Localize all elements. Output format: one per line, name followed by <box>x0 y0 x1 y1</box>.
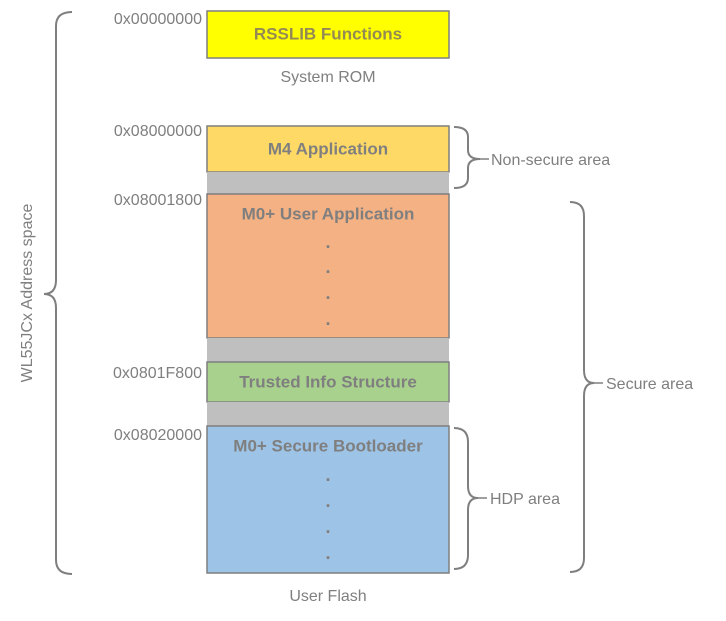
ellipsis-dot: . <box>325 283 330 303</box>
secure-area-brace <box>569 201 595 573</box>
m0-secure-bootloader-block <box>206 425 450 574</box>
system-rom-caption: System ROM <box>280 69 375 86</box>
ellipsis-dot: . <box>325 257 330 277</box>
address-space-label: WL55JCx Address space <box>19 204 36 383</box>
hdp-area-brace <box>453 427 479 570</box>
address-0x00000000: 0x00000000 <box>114 11 202 28</box>
ellipsis-dot: . <box>325 543 330 563</box>
gap-block-2 <box>207 338 449 362</box>
address-0x08000000: 0x08000000 <box>114 123 202 140</box>
address-0x08020000: 0x08020000 <box>114 427 202 444</box>
user-flash-caption: User Flash <box>289 588 366 605</box>
address-0x0801F800: 0x0801F800 <box>113 365 202 382</box>
address-0x08001800: 0x08001800 <box>114 192 202 209</box>
non-secure-area-label: Non-secure area <box>491 152 610 169</box>
secure-area-label: Secure area <box>606 376 693 393</box>
rsslib-block <box>206 10 450 59</box>
gap-block-3 <box>207 402 449 426</box>
ellipsis-dot: . <box>325 491 330 511</box>
non-secure-area-brace <box>453 126 481 189</box>
rsslib-label: RSSLIB Functions <box>254 24 402 43</box>
m0-secure-bootloader-label: M0+ Secure Bootloader <box>233 436 423 455</box>
hdp-area-label: HDP area <box>490 491 560 508</box>
ellipsis-dot: . <box>325 517 330 537</box>
m4-application-label: M4 Application <box>268 139 388 158</box>
trusted-info-structure-label: Trusted Info Structure <box>239 372 417 391</box>
m0-user-application-label: M0+ User Application <box>242 204 415 223</box>
m4-application-block <box>206 125 450 173</box>
m0-user-application-block <box>206 193 450 339</box>
address-space-brace <box>43 11 73 575</box>
gap-block-1 <box>207 172 449 194</box>
ellipsis-dot: . <box>325 309 330 329</box>
trusted-info-structure-block <box>206 361 450 403</box>
ellipsis-dot: . <box>325 232 330 252</box>
ellipsis-dot: . <box>325 465 330 485</box>
